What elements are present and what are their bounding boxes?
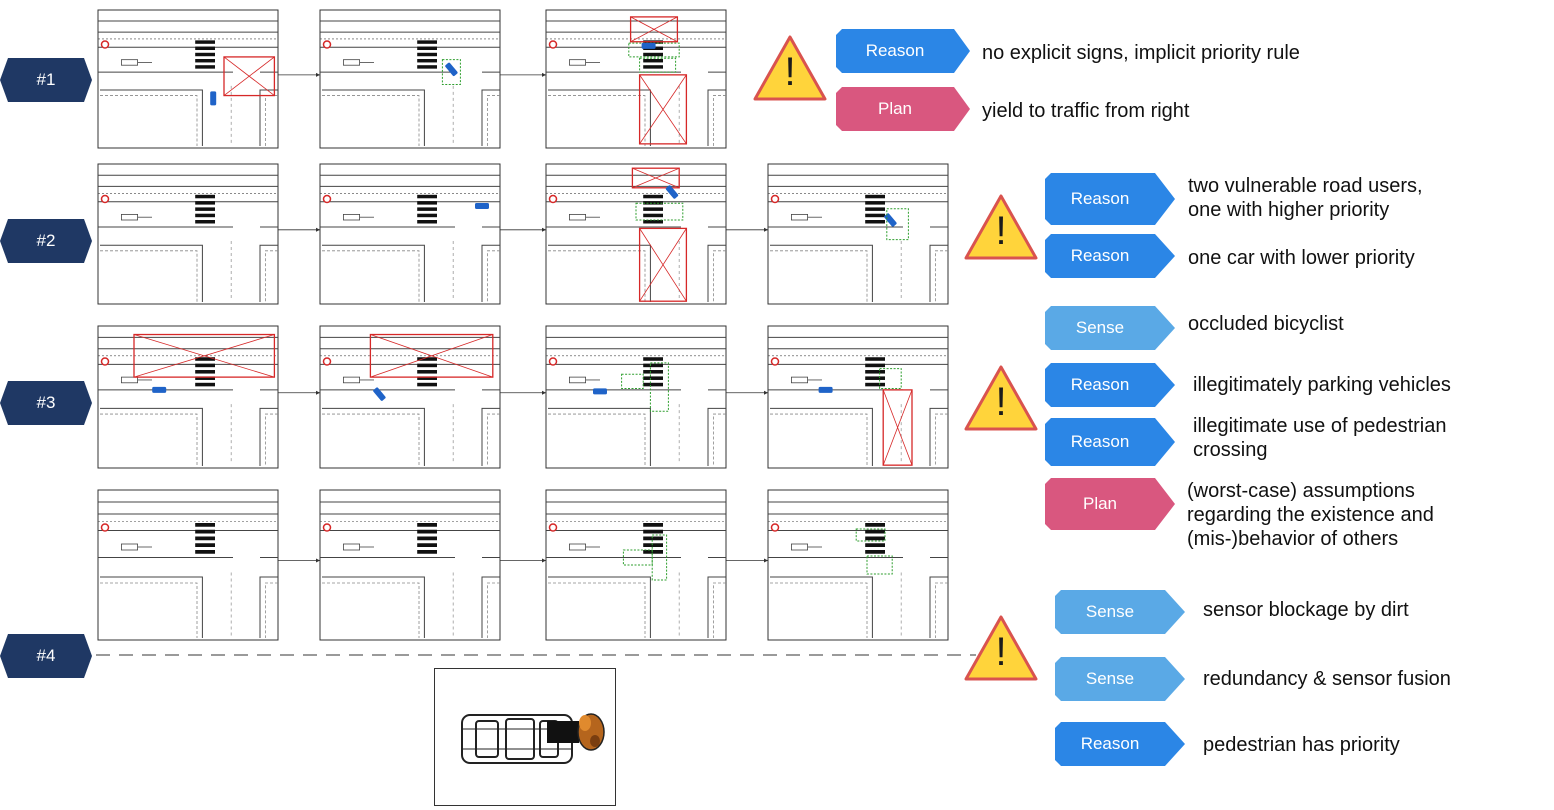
arrow-head [542, 227, 546, 232]
sense-pill: Sense [1055, 657, 1191, 701]
tag-shape [0, 634, 92, 678]
plan-pill: Plan [1045, 478, 1181, 530]
intersection-scene [319, 163, 501, 305]
note-line: two vulnerable road users, [1188, 175, 1423, 197]
separator-line [96, 654, 976, 656]
row1-reason-note: no explicit signs, implicit priority rul… [982, 42, 1300, 64]
intersection-scene [97, 325, 279, 469]
intersection-scene [97, 9, 279, 149]
intersection-scene [319, 489, 501, 641]
intersection-scene [767, 163, 949, 305]
warning-mark: ! [995, 209, 1007, 253]
warning-triangle-icon [964, 615, 1038, 681]
scenario-label: #1 [36, 70, 56, 89]
warning-mark: ! [784, 50, 796, 94]
arrow-head [316, 72, 320, 77]
arrow-head [542, 558, 546, 563]
warning-triangle-icon [964, 365, 1038, 431]
arrow-head [542, 390, 546, 395]
note-line: one with higher priority [1188, 199, 1390, 221]
arrow-head [316, 558, 320, 563]
row3-reason-note-2: illegitimate use of pedestrian crossing [1193, 414, 1446, 462]
intersection-scene [319, 325, 501, 469]
intersection-scene [545, 163, 727, 305]
scenario-tag-3: #3 [0, 381, 98, 425]
reason-pill: Reason [1045, 363, 1181, 407]
warning-sign-3: ! [963, 364, 1039, 432]
row2-reason-note-2: one car with lower priority [1188, 247, 1415, 269]
tag-shape [0, 381, 92, 425]
intersection-scene [97, 163, 279, 305]
reason-pill: Reason [1045, 173, 1181, 225]
scenario-label: #4 [36, 646, 56, 665]
warning-mark: ! [995, 630, 1007, 674]
scenario-tag-1: #1 [0, 58, 98, 102]
intersection-scene [97, 489, 279, 641]
row3-sense-note: occluded bicyclist [1188, 313, 1344, 335]
plan-pill: Plan [836, 87, 972, 131]
note-line: (worst-case) assumptions [1187, 480, 1415, 502]
row1-plan-note: yield to traffic from right [982, 100, 1190, 122]
sensor-blockage-illustration [434, 668, 616, 806]
intersection-scene [545, 9, 727, 149]
intersection-scene [767, 489, 949, 641]
dirty-car-icon [461, 713, 605, 764]
row3-reason-note-1: illegitimately parking vehicles [1193, 374, 1451, 396]
tag-shape [0, 58, 92, 102]
reason-pill: Reason [1045, 234, 1181, 278]
arrow-head [542, 72, 546, 77]
scenario-tag-4: #4 [0, 634, 98, 678]
reason-pill: Reason [1055, 722, 1191, 766]
row2-reason-note-1: two vulnerable road users, one with high… [1188, 174, 1423, 222]
arrow-head [764, 227, 768, 232]
warning-sign-1: ! [752, 34, 828, 102]
row4-sense-note-1: sensor blockage by dirt [1203, 599, 1409, 621]
note-line: regarding the existence and [1187, 504, 1434, 526]
intersection-scene [767, 325, 949, 469]
scenario-tag-2: #2 [0, 219, 98, 263]
row4-sense-note-2: redundancy & sensor fusion [1203, 668, 1451, 690]
sense-pill: Sense [1045, 306, 1181, 350]
warning-mark: ! [995, 380, 1007, 424]
arrow-head [764, 558, 768, 563]
reason-pill: Reason [1045, 418, 1181, 466]
row3-plan-note: (worst-case) assumptions regarding the e… [1187, 479, 1434, 551]
arrow-head [764, 390, 768, 395]
warning-triangle-icon [753, 35, 827, 101]
reason-pill: Reason [836, 29, 972, 73]
scenario-label: #3 [36, 393, 56, 412]
note-line: (mis-)behavior of others [1187, 528, 1399, 550]
scenario-label: #2 [36, 231, 56, 250]
note-line: crossing [1193, 439, 1268, 461]
note-line: illegitimate use of pedestrian [1193, 415, 1447, 437]
warning-sign-4: ! [963, 614, 1039, 682]
row4-reason-note: pedestrian has priority [1203, 734, 1400, 756]
arrow-head [316, 227, 320, 232]
sense-pill: Sense [1055, 590, 1191, 634]
tag-shape [0, 219, 92, 263]
warning-triangle-icon [964, 194, 1038, 260]
arrow-head [316, 390, 320, 395]
warning-sign-2: ! [963, 193, 1039, 261]
intersection-scene [545, 489, 727, 641]
intersection-scene [545, 325, 727, 469]
intersection-scene [319, 9, 501, 149]
